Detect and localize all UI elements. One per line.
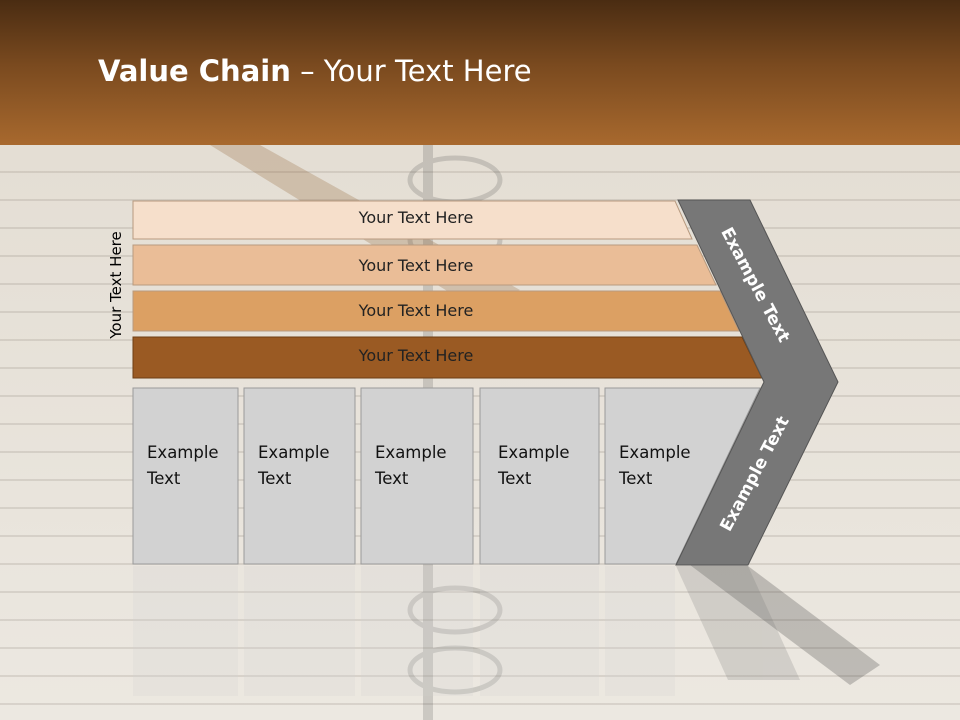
bar-3 [132,290,740,332]
title-rest: – Your Text Here [290,54,532,88]
bar-2-label: Your Text Here [358,256,474,275]
activity-box-3-line1: Example [375,443,447,462]
activity-box-1-reflection [133,566,238,696]
activity-box-5-reflection [605,566,675,696]
bar-2 [132,244,717,286]
side-label: Your Text Here [107,231,125,339]
activity-box-4-line2: Text [498,469,532,488]
activity-box-2 [243,387,356,565]
activity-box-3 [360,387,474,565]
bar-1 [132,200,693,240]
bar-4-label: Your Text Here [358,346,474,365]
margin-chevron-reflection [676,566,800,680]
bar-3-label: Your Text Here [358,301,474,320]
activity-box-4-reflection [480,566,599,696]
activity-box-3-reflection [361,566,473,696]
activity-box-2-line1: Example [258,443,330,462]
activity-box-2-reflection [244,566,355,696]
activity-box-4-line1: Example [498,443,570,462]
page-title: Value Chain – Your Text Here [98,54,532,88]
margin-chevron [675,199,839,566]
activity-box-5-line2: Text [619,469,653,488]
activity-box-1-line2: Text [147,469,181,488]
title-bold: Value Chain [98,54,291,88]
activity-box-1-line1: Example [147,443,219,462]
activity-box-5-line1: Example [619,443,691,462]
activity-box-2-line2: Text [258,469,292,488]
activity-box-1 [132,387,239,565]
bar-1-label: Your Text Here [358,208,474,227]
activity-box-4 [479,387,600,565]
header-banner [0,0,960,145]
activity-box-3-line2: Text [375,469,409,488]
